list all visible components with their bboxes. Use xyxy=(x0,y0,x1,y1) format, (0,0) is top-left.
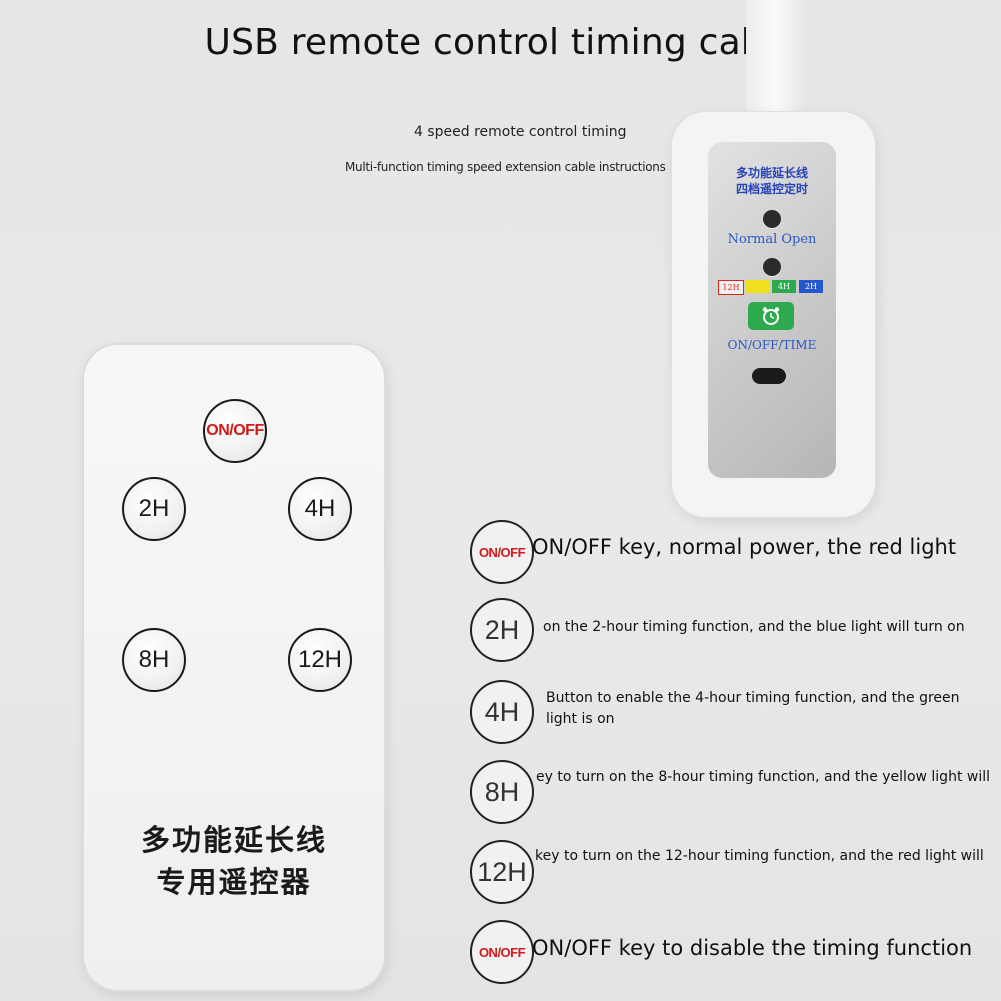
timer-device: 多功能延长线 四档遥控定时 Normal Open 12H 4H 2H ON/O… xyxy=(672,112,875,517)
instruction-4h-text-line1: Button to enable the 4-hour timing funct… xyxy=(546,690,960,706)
chip-8h xyxy=(745,280,769,293)
instruction-8h-text: ey to turn on the 8-hour timing function… xyxy=(536,769,991,785)
remote-4h-button[interactable]: 4H xyxy=(288,477,352,541)
instruction-off-text: ON/OFF key to disable the timing functio… xyxy=(532,936,973,960)
normal-open-label: Normal Open xyxy=(727,232,817,247)
indicator-light-top xyxy=(763,210,781,228)
remote-label-line1: 多功能延长线 xyxy=(140,823,327,857)
ir-receiver xyxy=(752,368,786,384)
indicator-light-bottom xyxy=(763,258,781,276)
instruction-2h-text: on the 2-hour timing function, and the b… xyxy=(543,619,965,635)
remote-on-off-button[interactable]: ON/OFF xyxy=(203,399,267,463)
remote-8h-button[interactable]: 8H xyxy=(122,628,186,692)
instruction-off-icon: ON/OFF xyxy=(470,920,534,984)
chip-4h: 4H xyxy=(772,280,796,293)
device-label-line1: 多功能延长线 xyxy=(735,166,808,180)
chip-12h: 12H xyxy=(718,280,744,295)
on-off-time-label: ON/OFF/TIME xyxy=(727,338,817,352)
device-panel: 多功能延长线 四档遥控定时 Normal Open 12H 4H 2H ON/O… xyxy=(708,142,836,478)
alarm-clock-icon xyxy=(762,307,780,325)
instruction-on-off-icon: ON/OFF xyxy=(470,520,534,584)
instruction-on-off-text: ON/OFF key, normal power, the red light xyxy=(532,535,957,559)
usb-cable xyxy=(746,0,804,114)
remote-control: ON/OFF 2H 4H 8H 12H 多功能延长线 专用遥控器 xyxy=(84,345,384,990)
on-off-time-button[interactable] xyxy=(748,302,794,330)
instruction-12h-text: key to turn on the 12-hour timing functi… xyxy=(535,848,984,864)
remote-12h-button[interactable]: 12H xyxy=(288,628,352,692)
subtitle: 4 speed remote control timing xyxy=(414,124,627,140)
remote-label-line2: 专用遥控器 xyxy=(156,865,312,899)
remote-2h-button[interactable]: 2H xyxy=(122,477,186,541)
instruction-4h-text-line2: light is on xyxy=(546,711,615,727)
caption: Multi-function timing speed extension ca… xyxy=(345,160,666,174)
chip-2h: 2H xyxy=(799,280,823,293)
instruction-12h-icon: 12H xyxy=(470,840,534,904)
page-title: USB remote control timing cable xyxy=(204,22,797,63)
device-label-line2: 四档遥控定时 xyxy=(735,182,808,196)
instruction-8h-icon: 8H xyxy=(470,760,534,824)
instruction-2h-icon: 2H xyxy=(470,598,534,662)
instruction-4h-icon: 4H xyxy=(470,680,534,744)
